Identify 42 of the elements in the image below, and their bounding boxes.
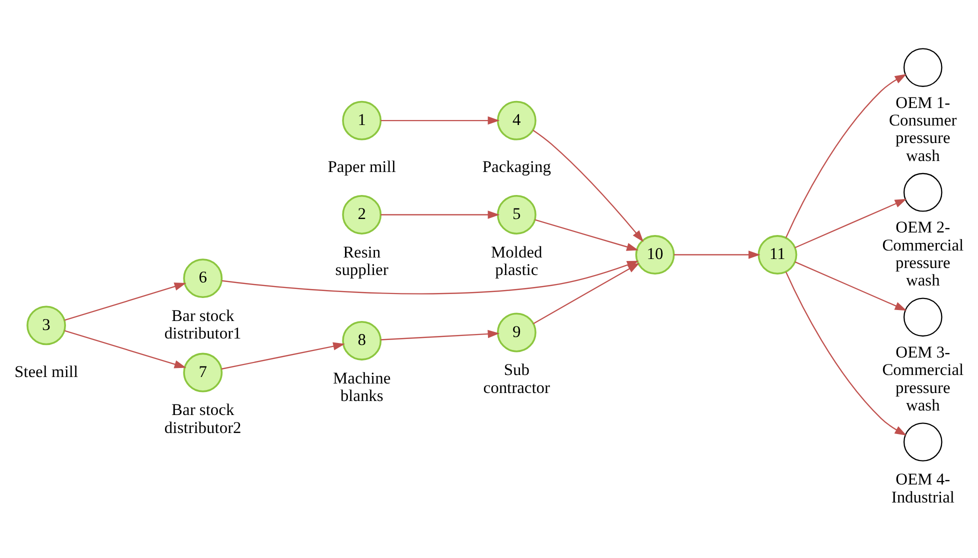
arrow: [64, 282, 186, 320]
node-label: Resin supplier: [335, 242, 388, 279]
arrow: [532, 129, 644, 242]
arrow: [380, 210, 500, 218]
node-circle: 9: [496, 312, 536, 352]
node-label: OEM 3- Commercial pressure wash: [882, 342, 964, 414]
node-circle: 11: [758, 234, 798, 274]
arrow: [64, 330, 186, 368]
arrow: [380, 116, 500, 124]
node-label: Molded plastic: [491, 242, 542, 279]
node-circle: [903, 172, 942, 212]
node-circle: 8: [342, 320, 382, 360]
arrow: [794, 260, 907, 310]
node-circle: [903, 48, 942, 86]
node-circle: 5: [496, 194, 536, 234]
node-label: Machine blanks: [333, 368, 391, 405]
node-circle: 1: [342, 100, 382, 140]
arrow: [785, 271, 907, 436]
node-label: Bar stock distributor1: [164, 305, 242, 342]
arrow: [221, 342, 345, 370]
node-label: Steel mill: [14, 361, 78, 380]
node-circle: 7: [183, 352, 223, 392]
arrow: [674, 250, 760, 258]
arrow: [380, 329, 500, 340]
arrow: [533, 262, 640, 324]
arrow: [785, 74, 907, 238]
node-label: OEM 4- Industrial: [891, 469, 954, 506]
node-circle: 3: [26, 305, 66, 345]
node-circle: 2: [342, 194, 382, 234]
node-label: OEM 1- Consumer pressure wash: [889, 92, 957, 164]
node-circle: [903, 297, 942, 336]
node-circle: 4: [496, 100, 536, 140]
arrow: [794, 198, 907, 248]
arrow: [534, 218, 638, 250]
node-label: Paper mill: [328, 156, 396, 176]
node-circle: [903, 422, 942, 461]
node-label: Packaging: [482, 156, 551, 176]
node-circle: 10: [635, 234, 675, 274]
node-label: Sub contractor: [483, 360, 550, 396]
node-circle: 6: [183, 258, 223, 298]
node-label: Bar stock distributor2: [164, 400, 242, 436]
node-label: OEM 2- Commercial pressure wash: [882, 217, 964, 290]
